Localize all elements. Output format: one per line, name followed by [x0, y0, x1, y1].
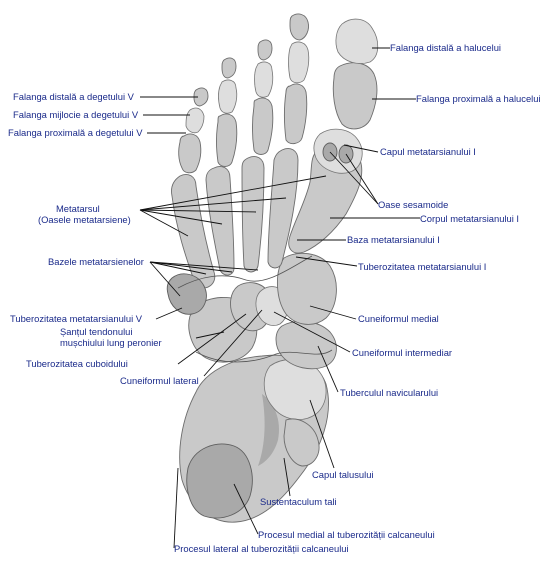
leader-cuneiform-lateral — [203, 309, 263, 377]
label-metatarsul-line1: Metatarsul — [56, 203, 100, 214]
toe2-proximal — [284, 83, 308, 145]
leader-sustentaculum — [283, 457, 291, 497]
toe4-proximal — [216, 113, 238, 167]
label-procesul-lateral: Procesul lateral al tuberozității calcan… — [174, 543, 349, 554]
toe3-proximal — [252, 97, 274, 155]
hallux-distal-phalanx — [335, 18, 379, 64]
leader-metatarsus-5 — [139, 209, 189, 237]
leader-mt1-tuberosity — [295, 256, 358, 267]
label-cuneiformul-lateral: Cuneiformul lateral — [120, 375, 199, 386]
leader-sesamoid-a — [329, 151, 379, 205]
leader-cuneiform-intermediate — [273, 311, 351, 353]
leader-talus-head — [309, 399, 335, 469]
leader-mt5-tuberosity — [155, 307, 183, 320]
metatarsal-5 — [171, 174, 216, 289]
label-bazele-metatarsienelor: Bazele metatarsienelor — [48, 256, 144, 267]
leader-bases-4 — [149, 261, 259, 271]
label-tuberozitatea-metatarsianului-v: Tuberozitatea metatarsianului V — [10, 313, 143, 324]
label-tuberculul-navicularului: Tuberculul navicularului — [340, 387, 438, 398]
toe5-proximal — [178, 133, 202, 174]
label-oase-sesamoide: Oase sesamoide — [378, 199, 448, 210]
label-baza-metatarsianului-i: Baza metatarsianului I — [347, 234, 440, 245]
foot-bones — [166, 13, 379, 523]
calcaneus-shadow — [258, 394, 280, 466]
leader-metatarsus-1 — [139, 175, 327, 211]
leader-cuboid-tuberosity — [177, 313, 247, 365]
leader-bases-3 — [149, 261, 233, 273]
leader-mt1-head — [343, 144, 379, 153]
label-sustentaculum-tali: Sustentaculum tali — [260, 496, 337, 507]
label-capul-metatarsianului-i: Capul metatarsianului I — [380, 146, 476, 157]
label-procesul-medial: Procesul medial al tuberozității calcane… — [258, 529, 435, 540]
metatarsal-3 — [241, 156, 265, 273]
label-metatarsul-line2: (Oasele metatarsiene) — [38, 214, 131, 225]
leader-bases-2 — [149, 261, 207, 275]
navicular — [275, 320, 337, 370]
tarsometatarsal-joint-line — [177, 255, 313, 289]
leader-lateral-process — [173, 467, 179, 549]
leader-lines — [139, 47, 420, 549]
leader-metatarsus-2 — [139, 197, 287, 211]
label-falanga-proximala-halucelui: Falanga proximală a halucelui — [416, 93, 541, 104]
label-santul-line2: mușchiului lung peronier — [60, 337, 162, 348]
leader-navicular-tubercle — [317, 345, 339, 393]
toe5-distal — [193, 87, 209, 107]
leader-metatarsus-3 — [139, 209, 257, 213]
leader-bases-1 — [149, 261, 181, 297]
toe2-middle — [288, 41, 310, 84]
labels: Falanga distală a halucelui Falanga prox… — [8, 42, 541, 554]
label-capul-talusului: Capul talusului — [312, 469, 374, 480]
transverse-tarsal-joint-line — [195, 349, 333, 363]
label-falanga-distala-v: Falanga distală a degetului V — [13, 91, 135, 102]
toe5-middle — [185, 107, 205, 134]
label-falanga-proximala-v: Falanga proximală a degetului V — [8, 127, 143, 138]
leader-metatarsus-4 — [139, 209, 223, 225]
label-falanga-distala-halucelui: Falanga distală a halucelui — [390, 42, 501, 53]
toe4-distal — [221, 57, 237, 79]
leader-medial-process — [233, 483, 259, 535]
label-corpul-metatarsianului-i: Corpul metatarsianului I — [420, 213, 519, 224]
metatarsal-4 — [205, 166, 235, 276]
sustentaculum — [283, 418, 320, 467]
hallux-proximal-phalanx — [332, 62, 378, 130]
label-cuneiformul-medial: Cuneiformul medial — [358, 313, 439, 324]
label-falanga-mijlocie-v: Falanga mijlocie a degetului V — [13, 109, 139, 120]
metatarsal-5-tuberosity — [166, 273, 207, 315]
toe3-middle — [254, 61, 274, 98]
label-tuberozitatea-cuboidului: Tuberozitatea cuboidului — [26, 358, 128, 369]
toe4-middle — [218, 79, 238, 114]
metatarsal-2 — [267, 148, 299, 269]
label-cuneiformul-intermediar: Cuneiformul intermediar — [352, 347, 452, 358]
label-santul-line1: Șanțul tendonului — [60, 326, 132, 337]
label-tuberozitatea-metatarsianului-i: Tuberozitatea metatarsianului I — [358, 261, 486, 272]
leader-cuneiform-medial — [309, 305, 357, 320]
cuneiform-medial — [277, 252, 337, 325]
metatarsal-1-head — [313, 128, 363, 174]
leader-sesamoid-b — [345, 153, 379, 205]
toe3-distal — [257, 39, 273, 61]
leader-groove — [195, 331, 225, 339]
toe2-distal — [289, 13, 309, 41]
calcaneus-posterior-tuberosity — [186, 443, 253, 519]
